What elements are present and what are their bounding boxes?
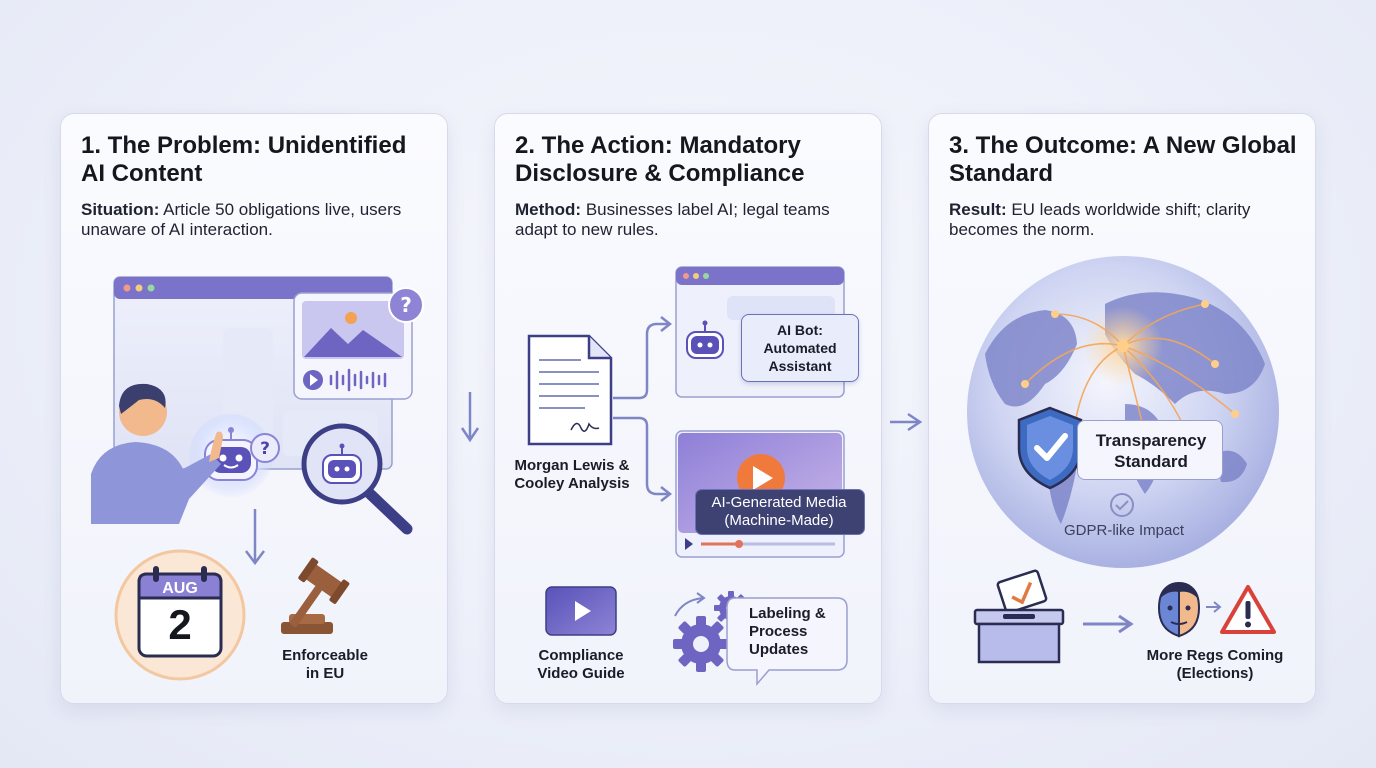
bot-label-line-3: Assistant <box>768 358 832 374</box>
problem-title: 1. The Problem: Unidentified AI Content <box>81 132 407 187</box>
video-play-icon <box>545 586 617 636</box>
media-label-line-1: AI-Generated Media <box>711 494 847 511</box>
svg-text:?: ? <box>400 293 412 317</box>
doc-label-line-2: Cooley Analysis <box>514 475 630 492</box>
bot-label-line-2: Automated <box>763 340 837 356</box>
process-label-line-3: Updates <box>749 641 809 658</box>
question-bubble-icon: ? <box>388 287 424 323</box>
enforceable-line-1: Enforceable <box>282 647 368 664</box>
calendar-month: AUG <box>162 580 198 597</box>
enforceable-label: Enforceable in EU <box>267 647 383 683</box>
transparency-standard-label: Transparency Standard <box>1079 430 1223 472</box>
shield-check-icon <box>1017 406 1083 490</box>
outcome-title: 3. The Outcome: A New Global Standard <box>949 132 1297 187</box>
warning-icon <box>1220 585 1276 634</box>
question-bubble-small-icon: ? <box>250 433 280 463</box>
outcome-desc-label: Result: <box>949 200 1007 219</box>
regs-label-line-1: More Regs Coming <box>1146 647 1284 664</box>
problem-desc-text: Article 50 obligations live, users unawa… <box>81 200 402 239</box>
calendar-day: 2 <box>168 601 192 648</box>
problem-card: 1. The Problem: Unidentified AI Content … <box>60 113 448 704</box>
person-pointing-icon <box>91 383 223 524</box>
check-circle-icon <box>1110 493 1134 517</box>
standard-label-line-2: Standard <box>1114 452 1188 471</box>
more-regs-label: More Regs Coming (Elections) <box>1129 647 1301 683</box>
doc-analysis-label: Morgan Lewis & Cooley Analysis <box>505 457 639 493</box>
right-arrow-icon <box>1083 614 1134 634</box>
outcome-description: Result: EU leads worldwide shift; clarit… <box>949 200 1299 240</box>
process-label: Labeling & Process Updates <box>749 605 841 659</box>
magnifier-bot-icon <box>301 423 413 535</box>
video-label-line-1: Compliance <box>538 647 624 664</box>
down-arrow-icon <box>245 509 265 566</box>
problem-description: Situation: Article 50 obligations live, … <box>81 200 431 240</box>
document-icon <box>527 334 613 446</box>
process-callout-icon <box>726 597 848 687</box>
action-card: 2. The Action: Mandatory Disclosure & Co… <box>494 113 882 704</box>
process-label-line-2: Process <box>749 623 808 640</box>
action-title: 2. The Action: Mandatory Disclosure & Co… <box>515 132 805 187</box>
action-desc-text: Businesses label AI; legal teams adapt t… <box>515 200 830 239</box>
media-label: AI-Generated Media (Machine-Made) <box>695 494 863 530</box>
bot-label: AI Bot: Automated Assistant <box>741 321 859 375</box>
media-label-line-2: (Machine-Made) <box>724 512 834 529</box>
bot-label-line-1: AI Bot: <box>777 322 823 338</box>
compliance-video-label: Compliance Video Guide <box>521 647 641 683</box>
right-arrow-connector-icon <box>890 412 923 432</box>
face-deepfake-icon <box>1157 582 1201 638</box>
down-arrow-connector-icon <box>460 392 480 443</box>
standard-label-line-1: Transparency <box>1095 431 1207 450</box>
small-arrow-icon <box>1206 601 1222 613</box>
doc-label-line-1: Morgan Lewis & <box>514 457 630 474</box>
media-label-box <box>695 489 865 535</box>
standard-label-box <box>1077 420 1223 480</box>
outcome-card: 3. The Outcome: A New Global Standard Re… <box>928 113 1316 704</box>
problem-desc-label: Situation: <box>81 200 160 219</box>
video-label-line-2: Video Guide <box>537 665 625 682</box>
bot-label-box <box>741 314 859 382</box>
gavel-icon <box>281 557 350 634</box>
regs-label-line-2: (Elections) <box>1176 665 1254 682</box>
outcome-desc-text: EU leads worldwide shift; clarity become… <box>949 200 1251 239</box>
image-audio-card-icon <box>293 292 413 400</box>
process-label-line-1: Labeling & <box>749 605 826 622</box>
action-desc-label: Method: <box>515 200 582 219</box>
flow-connector-icon <box>613 316 673 502</box>
calendar-icon <box>114 549 246 681</box>
svg-text:?: ? <box>260 439 270 459</box>
gdpr-impact-label: GDPR-like Impact <box>1063 522 1185 539</box>
enforceable-line-2: in EU <box>305 665 345 682</box>
ballot-box-icon <box>973 569 1065 664</box>
chatbot-glow-icon <box>189 414 273 498</box>
action-description: Method: Businesses label AI; legal teams… <box>515 200 865 240</box>
